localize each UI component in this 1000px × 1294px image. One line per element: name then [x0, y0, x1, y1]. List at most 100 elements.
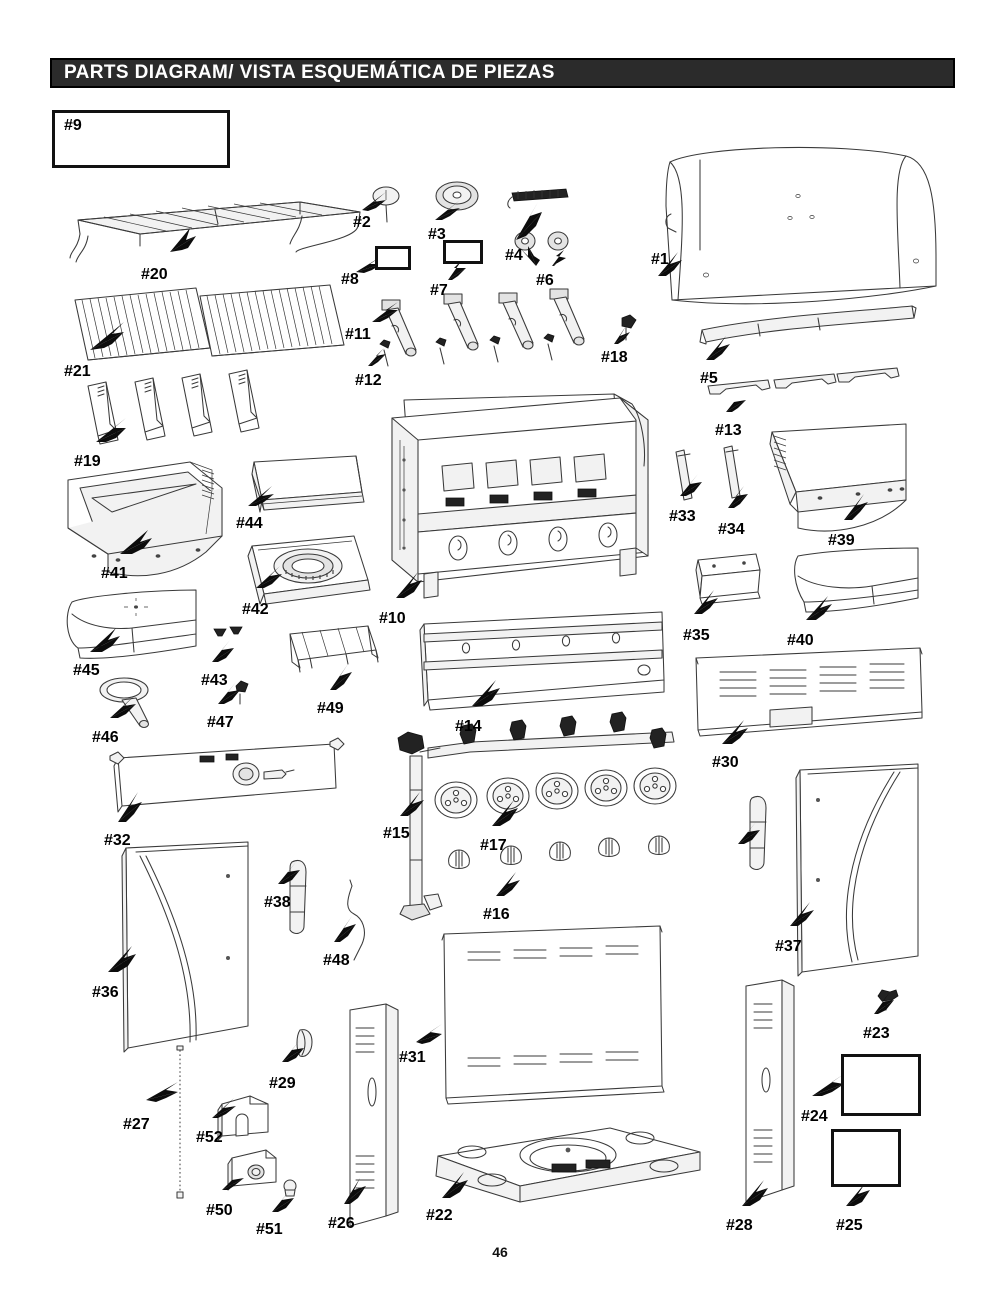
right-side-shelf-art: [67, 461, 223, 577]
callout-label-axle-clip: #23: [863, 1025, 890, 1042]
parts-diagram-header-bar: PARTS DIAGRAM/ VISTA ESQUEMÁTICA DE PIEZ…: [50, 58, 955, 88]
callout-label-firebox: #10: [379, 610, 406, 627]
cabinet-door-right-art: [795, 763, 919, 977]
callout-label-lid-handle-knob: #2: [353, 214, 371, 231]
callout-label-rear-cabinet-panel: #31: [399, 1049, 426, 1066]
left-side-shelf-art: [769, 423, 907, 532]
callout-label-cabinet-rod: #27: [123, 1116, 150, 1133]
side-burner-lid-art: [794, 547, 919, 613]
callout-label-gas-manifold: #15: [383, 825, 410, 842]
callout-label-cabinet-door-left: #36: [92, 984, 119, 1001]
igniter-collector-art: [621, 314, 637, 341]
burner-tubes-art: [381, 288, 585, 357]
control-knobs-art: [434, 767, 677, 819]
hardware-kit-box: [52, 110, 230, 168]
door-catch-art: [296, 1029, 313, 1057]
left-inner-panel-art: [349, 1003, 399, 1227]
callout-label-igniter-collector: #18: [601, 349, 628, 366]
callout-label-burner-tube: #11: [345, 326, 371, 343]
callout-label-hardware-kit: #9: [64, 117, 82, 134]
rear-cabinet-panel-art: [441, 925, 665, 1105]
temperature-gauge-art: [435, 181, 479, 211]
callout-label-cabinet-door-right: #37: [775, 938, 802, 955]
side-burner-assembly-art: [247, 535, 371, 605]
gas-manifold-art: [397, 711, 675, 921]
grill-lid-art: [665, 146, 937, 305]
callout-label-side-burner-assembly: #42: [242, 601, 269, 618]
callout-label-caster-kit: #25: [836, 1217, 863, 1234]
callout-label-igniter-button: #51: [256, 1221, 283, 1238]
caster-kit-box: [831, 1129, 901, 1187]
lid-knob-art: [372, 186, 400, 223]
callout-label-warning-label: #8: [341, 271, 359, 288]
side-burner-grate-art: [289, 625, 379, 673]
callout-label-warming-rack: #20: [141, 266, 168, 283]
callout-label-logo-plate: #7: [430, 282, 448, 299]
callout-label-grill-lid: #1: [651, 251, 669, 268]
callout-label-side-shelf-bracket: #35: [683, 627, 710, 644]
callout-label-side-burner-cover: #44: [236, 515, 263, 532]
callout-label-igniter-module: #50: [206, 1202, 233, 1219]
side-burner-cover-art: [251, 455, 365, 513]
callout-label-left-inner-panel: #26: [328, 1215, 355, 1232]
callout-label-right-side-shelf: #41: [101, 565, 128, 582]
side-burner-head-art: [99, 677, 150, 729]
side-braces-art: [675, 445, 741, 501]
lid-handle-art: [507, 188, 569, 209]
electrodes-art: [379, 333, 555, 367]
warming-rack-art: [69, 201, 361, 263]
callout-label-temperature-gauge: #3: [428, 226, 446, 243]
firebox-art: [391, 393, 649, 599]
door-handle-right-art: [749, 795, 767, 871]
control-panel-art: [419, 611, 665, 711]
warning-label-box: [375, 246, 411, 270]
callout-label-control-panel: #14: [455, 718, 482, 735]
igniter-module-art: [227, 1149, 277, 1191]
side-shelf-bracket-art: [695, 553, 761, 605]
side-shelf-lid-art: [66, 589, 197, 659]
callout-label-left-side-shelf: #39: [828, 532, 855, 549]
callout-label-lid-brackets: #13: [715, 422, 742, 439]
callout-label-electrode: #12: [355, 372, 382, 389]
callout-label-front-rail-assembly: #32: [104, 832, 131, 849]
callout-label-lid-handle: #4: [505, 247, 523, 264]
callout-label-door-catch: #29: [269, 1075, 296, 1092]
callout-label-door-handle: #38: [264, 894, 291, 911]
base-panel-art: [435, 1127, 701, 1203]
callout-arrows: [90, 192, 894, 1212]
callout-label-tank-retainer: #52: [196, 1129, 223, 1146]
callout-label-igniter-wire: #48: [323, 952, 350, 969]
callout-label-locking-caster-kit: #24: [801, 1108, 828, 1125]
burner-screws-art: [213, 626, 243, 637]
cabinet-door-left-art: [121, 841, 249, 1053]
callout-label-heat-tent: #19: [74, 453, 101, 470]
callout-label-rear-vent-panel: #30: [712, 754, 739, 771]
side-burner-electrode-art: [235, 680, 249, 705]
cooking-grates-art: [74, 284, 345, 361]
right-inner-panel-art: [745, 979, 795, 1203]
callout-label-handle-end-caps: #6: [536, 272, 554, 289]
callout-label-side-burner-electrode: #47: [207, 714, 234, 731]
rear-vent-panel-art: [695, 647, 923, 737]
callout-label-burner-screws: #43: [201, 672, 228, 689]
front-lid-trim-art: [699, 305, 917, 345]
callout-label-control-knob: #17: [480, 837, 507, 854]
tank-retainer-art: [217, 1095, 269, 1141]
front-rail-assembly-art: [109, 737, 345, 813]
axle-clip-art: [877, 989, 899, 1011]
cabinet-rod-art: [176, 1045, 184, 1199]
callout-label-side-burner-lid: #40: [787, 632, 814, 649]
logo-plate-box: [443, 240, 483, 264]
igniter-wire-art: [347, 879, 365, 961]
callout-label-cooking-grate: #21: [64, 363, 91, 380]
callout-label-valve-orifice: #16: [483, 906, 510, 923]
callout-label-side-brace-left: #33: [669, 508, 696, 525]
callout-label-side-brace-right: #34: [718, 521, 745, 538]
heat-tents-art: [87, 369, 260, 445]
callout-label-side-burner-grate: #49: [317, 700, 344, 717]
callout-label-right-inner-panel: #28: [726, 1217, 753, 1234]
callout-label-front-lid-trim: #5: [700, 370, 718, 387]
lid-brackets-art: [707, 367, 900, 395]
callout-label-base-panel: #22: [426, 1207, 453, 1224]
locking-caster-kit-box: [841, 1054, 921, 1116]
